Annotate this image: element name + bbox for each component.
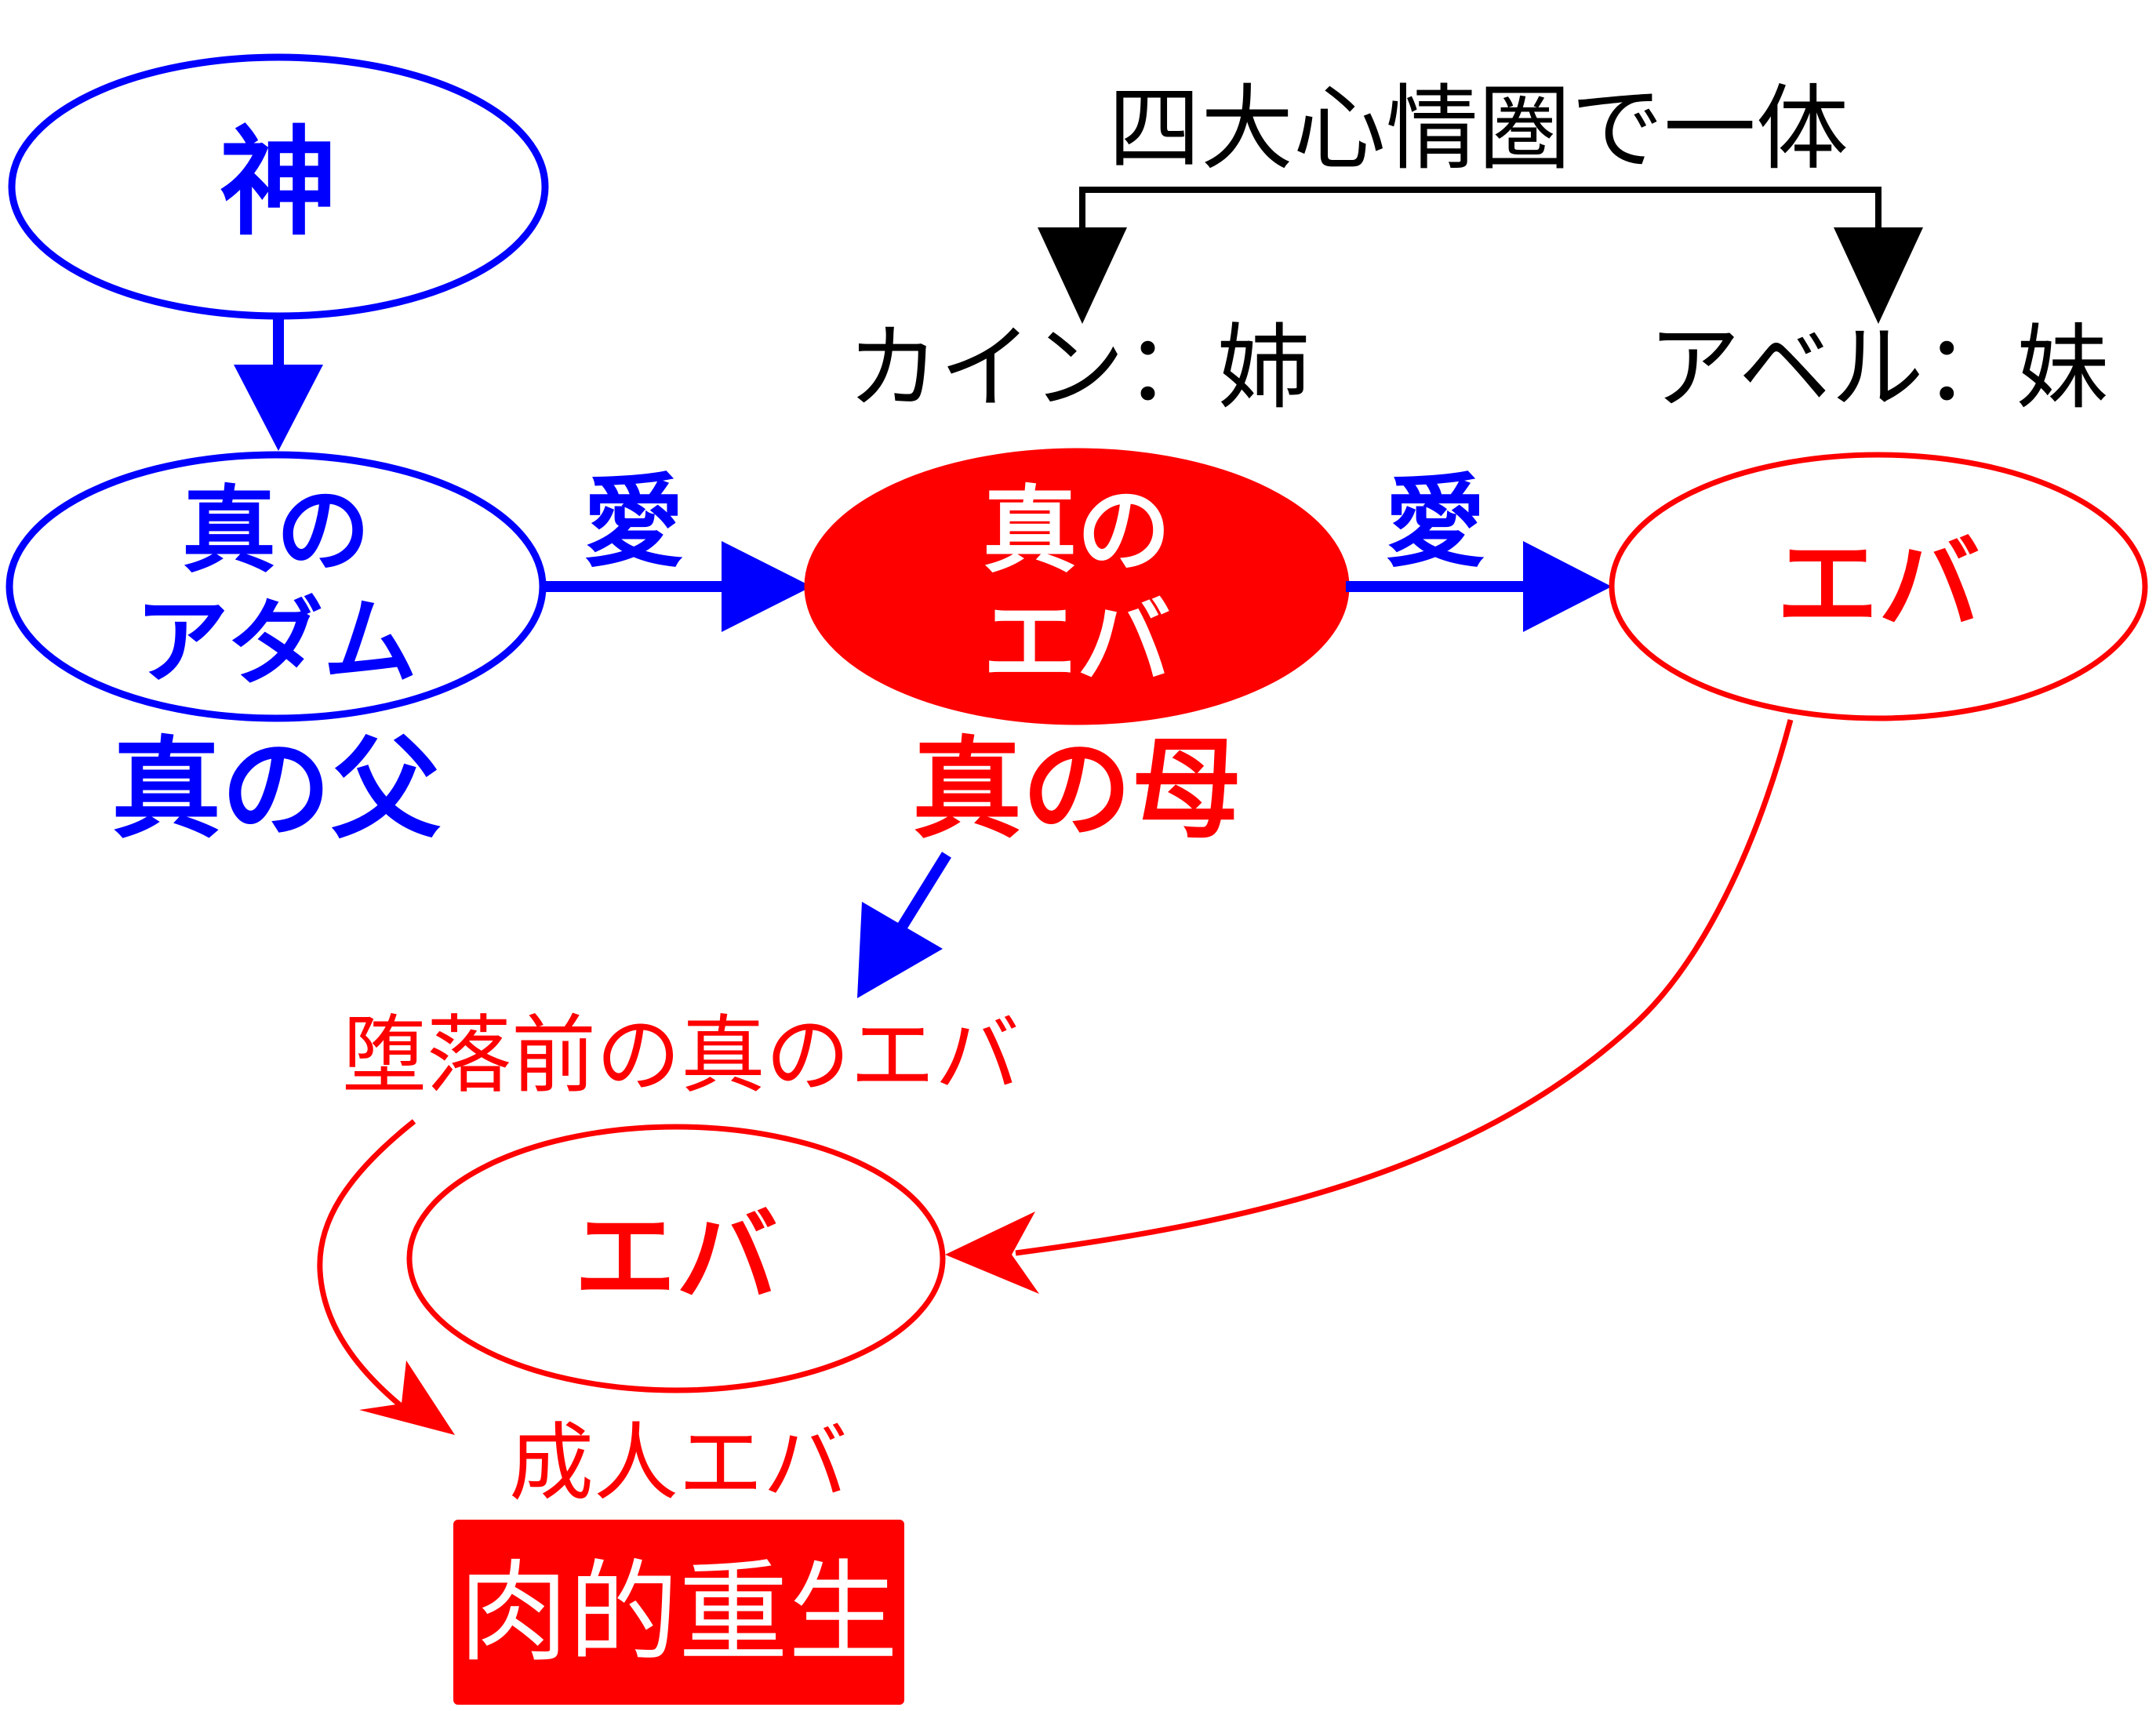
true-father-label: 真の父 — [111, 726, 441, 854]
four-realms-connector — [1038, 187, 1923, 324]
god-label: 神 — [220, 115, 337, 252]
prefall-true-eve-label: 堕落前の真のエバ — [342, 1007, 1020, 1105]
adult-eve-label: 成人エバ — [509, 1415, 848, 1513]
physical-rebirth-box — [453, 1520, 904, 1705]
true-eve-line2: エバ — [983, 588, 1171, 697]
true-eve-to-eve-arrow — [1346, 541, 1612, 632]
true-adam-line1: 真の — [182, 477, 370, 586]
cain-sister-label: カイン：姉 — [847, 314, 1310, 422]
eve-right-to-eve-bottom-arrow — [945, 719, 1794, 1294]
eve-right-label: エバ — [1776, 525, 1980, 644]
arrowhead-to-cain — [1038, 227, 1127, 324]
adam-to-true-eve-arrow — [543, 541, 812, 632]
eve-bottom-node — [406, 1124, 946, 1393]
arrowhead-to-abel — [1834, 227, 1923, 324]
god-to-adam-arrow — [234, 316, 323, 451]
love-label-left: 愛 — [584, 464, 684, 581]
true-adam-line2: アダム — [135, 588, 417, 697]
true-mother-label: 真の母 — [912, 726, 1242, 854]
true-mother-to-prefall-arrow — [857, 852, 951, 998]
eve-right-node — [1609, 452, 2148, 721]
true-eve-line1: 真の — [983, 477, 1171, 586]
love-label-right: 愛 — [1385, 464, 1485, 581]
eve-bottom-label: エバ — [574, 1197, 778, 1317]
four-realms-label: 四大心情圏で一体 — [1108, 74, 1849, 183]
abel-sister-label: アベル：妹 — [1648, 314, 2109, 422]
prefall-to-adult-eve-arrow — [317, 1119, 455, 1435]
physical-rebirth-label: 肉的重生 — [459, 1549, 898, 1677]
